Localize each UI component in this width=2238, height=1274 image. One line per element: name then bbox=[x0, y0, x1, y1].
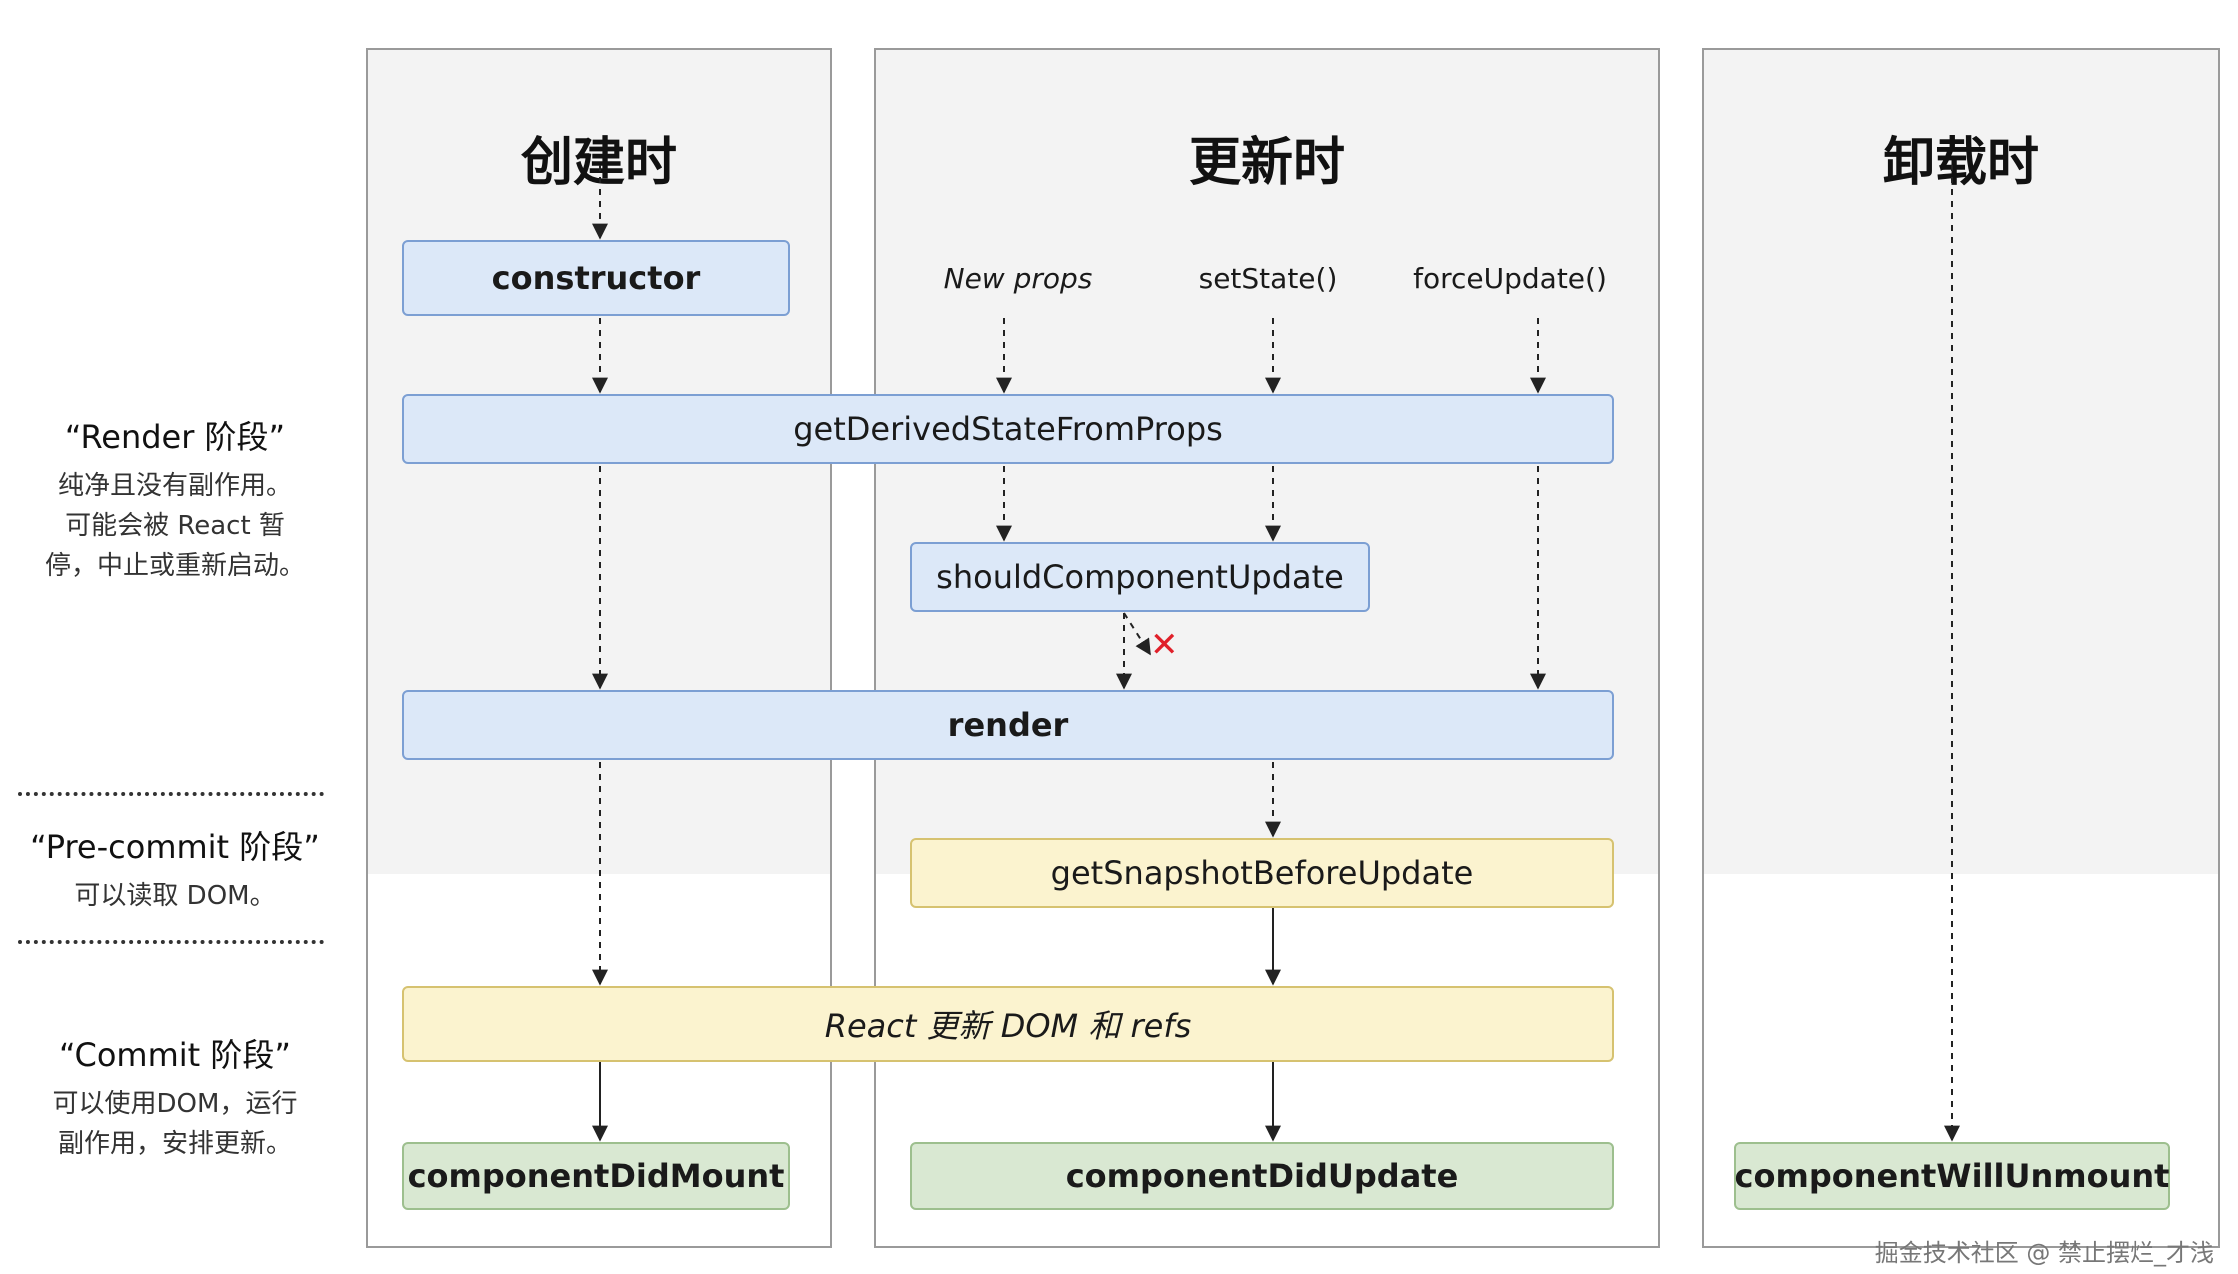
creation-column-title: 创建时 bbox=[520, 133, 677, 193]
update-column: 更新时 bbox=[874, 48, 1660, 1248]
node-render: render bbox=[402, 690, 1614, 760]
watermark: 掘金技术社区 @ 禁止摆烂_才浅 bbox=[1874, 1239, 2214, 1267]
creation-column: 创建时 bbox=[366, 48, 832, 1248]
render-phase-title: “Render 阶段” bbox=[64, 418, 286, 456]
phase-separator bbox=[18, 940, 324, 944]
trigger-set-state: setState() bbox=[1198, 262, 1338, 295]
commit-phase-desc-line: 副作用，安排更新。 bbox=[57, 1129, 292, 1159]
node-get-derived-state-from-props: getDerivedStateFromProps bbox=[402, 394, 1614, 464]
node-get-snapshot-before-update: getSnapshotBeforeUpdate bbox=[910, 838, 1614, 908]
unmount-column-title: 卸载时 bbox=[1882, 133, 2039, 193]
commit-phase-description: 可以使用DOM，运行 副作用，安排更新。 bbox=[10, 1084, 340, 1164]
precommit-phase-title: “Pre-commit 阶段” bbox=[30, 828, 320, 866]
update-column-title: 更新时 bbox=[1188, 133, 1345, 193]
node-should-component-update: shouldComponentUpdate bbox=[910, 542, 1370, 612]
unmount-column: 卸载时 bbox=[1702, 48, 2220, 1248]
node-component-did-update: componentDidUpdate bbox=[910, 1142, 1614, 1210]
node-react-updates-dom: React 更新 DOM 和 refs bbox=[402, 986, 1614, 1062]
render-phase-shade bbox=[1704, 50, 2218, 874]
phase-separator bbox=[18, 792, 324, 796]
render-phase-desc-line: 纯净且没有副作用。 bbox=[57, 471, 292, 501]
precommit-phase-description: 可以读取 DOM。 bbox=[10, 876, 340, 916]
node-component-did-mount: componentDidMount bbox=[402, 1142, 790, 1210]
commit-phase-desc-line: 可以使用DOM，运行 bbox=[52, 1089, 298, 1119]
precommit-phase-desc-line: 可以读取 DOM。 bbox=[74, 881, 276, 911]
node-constructor: constructor bbox=[402, 240, 790, 316]
render-phase-description: 纯净且没有副作用。 可能会被 React 暂 停，中止或重新启动。 bbox=[10, 466, 340, 586]
commit-phase-title: “Commit 阶段” bbox=[59, 1036, 291, 1074]
node-component-will-unmount: componentWillUnmount bbox=[1734, 1142, 2170, 1210]
render-phase-desc-line: 停，中止或重新启动。 bbox=[44, 551, 305, 581]
trigger-new-props: New props bbox=[943, 262, 1093, 295]
blocked-x-icon: ✕ bbox=[1150, 625, 1179, 665]
render-phase-desc-line: 可能会被 React 暂 bbox=[65, 511, 285, 541]
trigger-force-update: forceUpdate() bbox=[1413, 262, 1607, 295]
